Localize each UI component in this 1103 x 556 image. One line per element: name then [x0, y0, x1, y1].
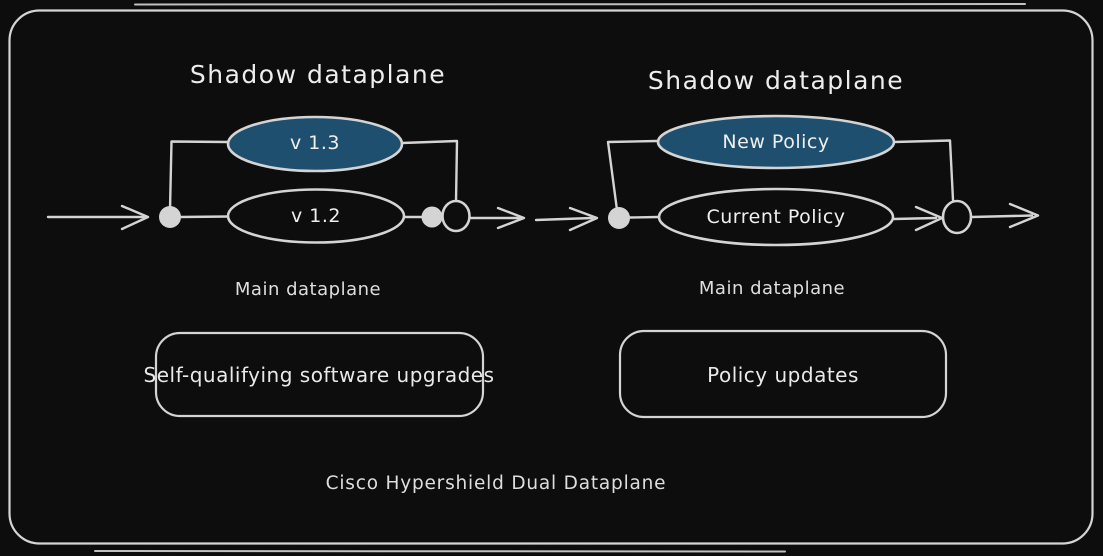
right-flow-diagram: [534, 114, 1040, 419]
left-merge-dot: [421, 206, 443, 228]
left-upgrades-box-label: Self-qualifying software upgrades: [143, 363, 495, 387]
right-arrow-mid-shaft: [892, 216, 938, 221]
outer-frame: [8, 9, 1094, 545]
frame-sketch-bottom-line: [94, 550, 786, 553]
left-shadow-node-ellipse: [226, 115, 404, 173]
right-arrow-in-head: [568, 206, 599, 232]
right-shadow-branch-line-in: [606, 139, 659, 212]
right-main-node-label: Current Policy: [706, 206, 846, 228]
left-main-dataplane-label: Main dataplane: [234, 279, 382, 300]
right-shadow-node-label: New Policy: [722, 131, 830, 153]
right-split-junction-dot: [608, 207, 630, 229]
right-updates-box: [618, 329, 948, 419]
left-merge-circle: [441, 199, 471, 233]
left-shadow-branch-line-out: [400, 139, 459, 204]
left-main-node-label: v 1.2: [291, 205, 341, 227]
frame-sketch-top-line: [134, 3, 1026, 6]
left-shadow-node-label: v 1.3: [290, 132, 340, 154]
right-shadow-node-ellipse: [656, 114, 896, 170]
left-main-line-a: [179, 215, 230, 219]
left-shadow-dataplane-title: Shadow dataplane: [189, 60, 447, 89]
left-arrow-in-head: [120, 204, 150, 231]
right-main-dataplane-label: Main dataplane: [698, 278, 846, 299]
right-main-line-a: [628, 215, 660, 219]
right-shadow-dataplane-title: Shadow dataplane: [647, 66, 905, 95]
diagram-caption: Cisco Hypershield Dual Dataplane: [325, 473, 667, 494]
left-flow-diagram: [46, 115, 526, 418]
right-merge-circle: [941, 199, 973, 235]
right-arrow-out-shaft: [970, 214, 1034, 219]
left-split-junction-dot: [159, 206, 181, 228]
left-arrow-out-head: [496, 206, 526, 230]
right-arrow-in-shaft: [534, 216, 594, 222]
left-main-node-ellipse: [226, 188, 406, 244]
left-upgrades-box: [154, 331, 485, 418]
right-main-node-ellipse: [657, 187, 895, 247]
right-shadow-branch-line-out: [892, 139, 955, 202]
right-arrow-out-head: [1008, 202, 1040, 229]
right-updates-box-label: Policy updates: [707, 363, 859, 387]
left-shadow-branch-line-in: [168, 140, 230, 212]
